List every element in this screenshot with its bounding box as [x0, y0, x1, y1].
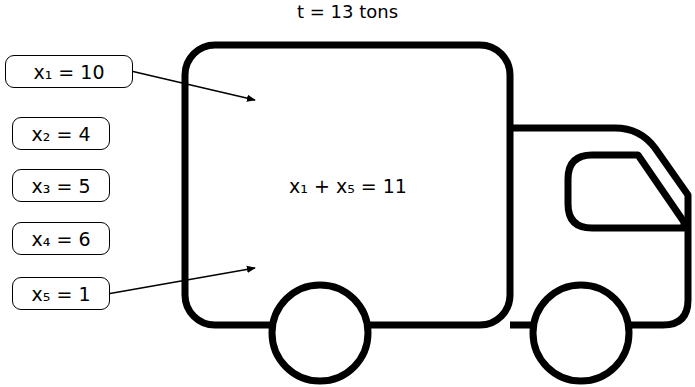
truck-wheel [533, 285, 629, 381]
variable-label: x₄ = 6 [32, 228, 91, 250]
variable-box: x₄ = 6 [12, 222, 110, 255]
variable-box: x₅ = 1 [12, 277, 110, 310]
variable-label: x₂ = 4 [32, 123, 91, 145]
variable-label: x₁ = 10 [33, 61, 104, 83]
assign-arrow [133, 72, 255, 101]
diagram-title: t = 13 tons [0, 1, 695, 22]
assign-arrow [110, 268, 255, 294]
variable-label: x₃ = 5 [32, 175, 91, 197]
cargo-area: x₁ + x₅ = 11 [190, 50, 506, 322]
cab-window [568, 155, 684, 228]
variable-label: x₅ = 1 [32, 283, 91, 305]
truck-wheel [272, 285, 368, 381]
sum-label: x₁ + x₅ = 11 [289, 175, 407, 197]
variable-box: x₂ = 4 [12, 117, 110, 150]
variable-box: x₃ = 5 [12, 169, 110, 202]
variable-box: x₁ = 10 [5, 55, 133, 88]
cargo-outline [185, 45, 510, 325]
